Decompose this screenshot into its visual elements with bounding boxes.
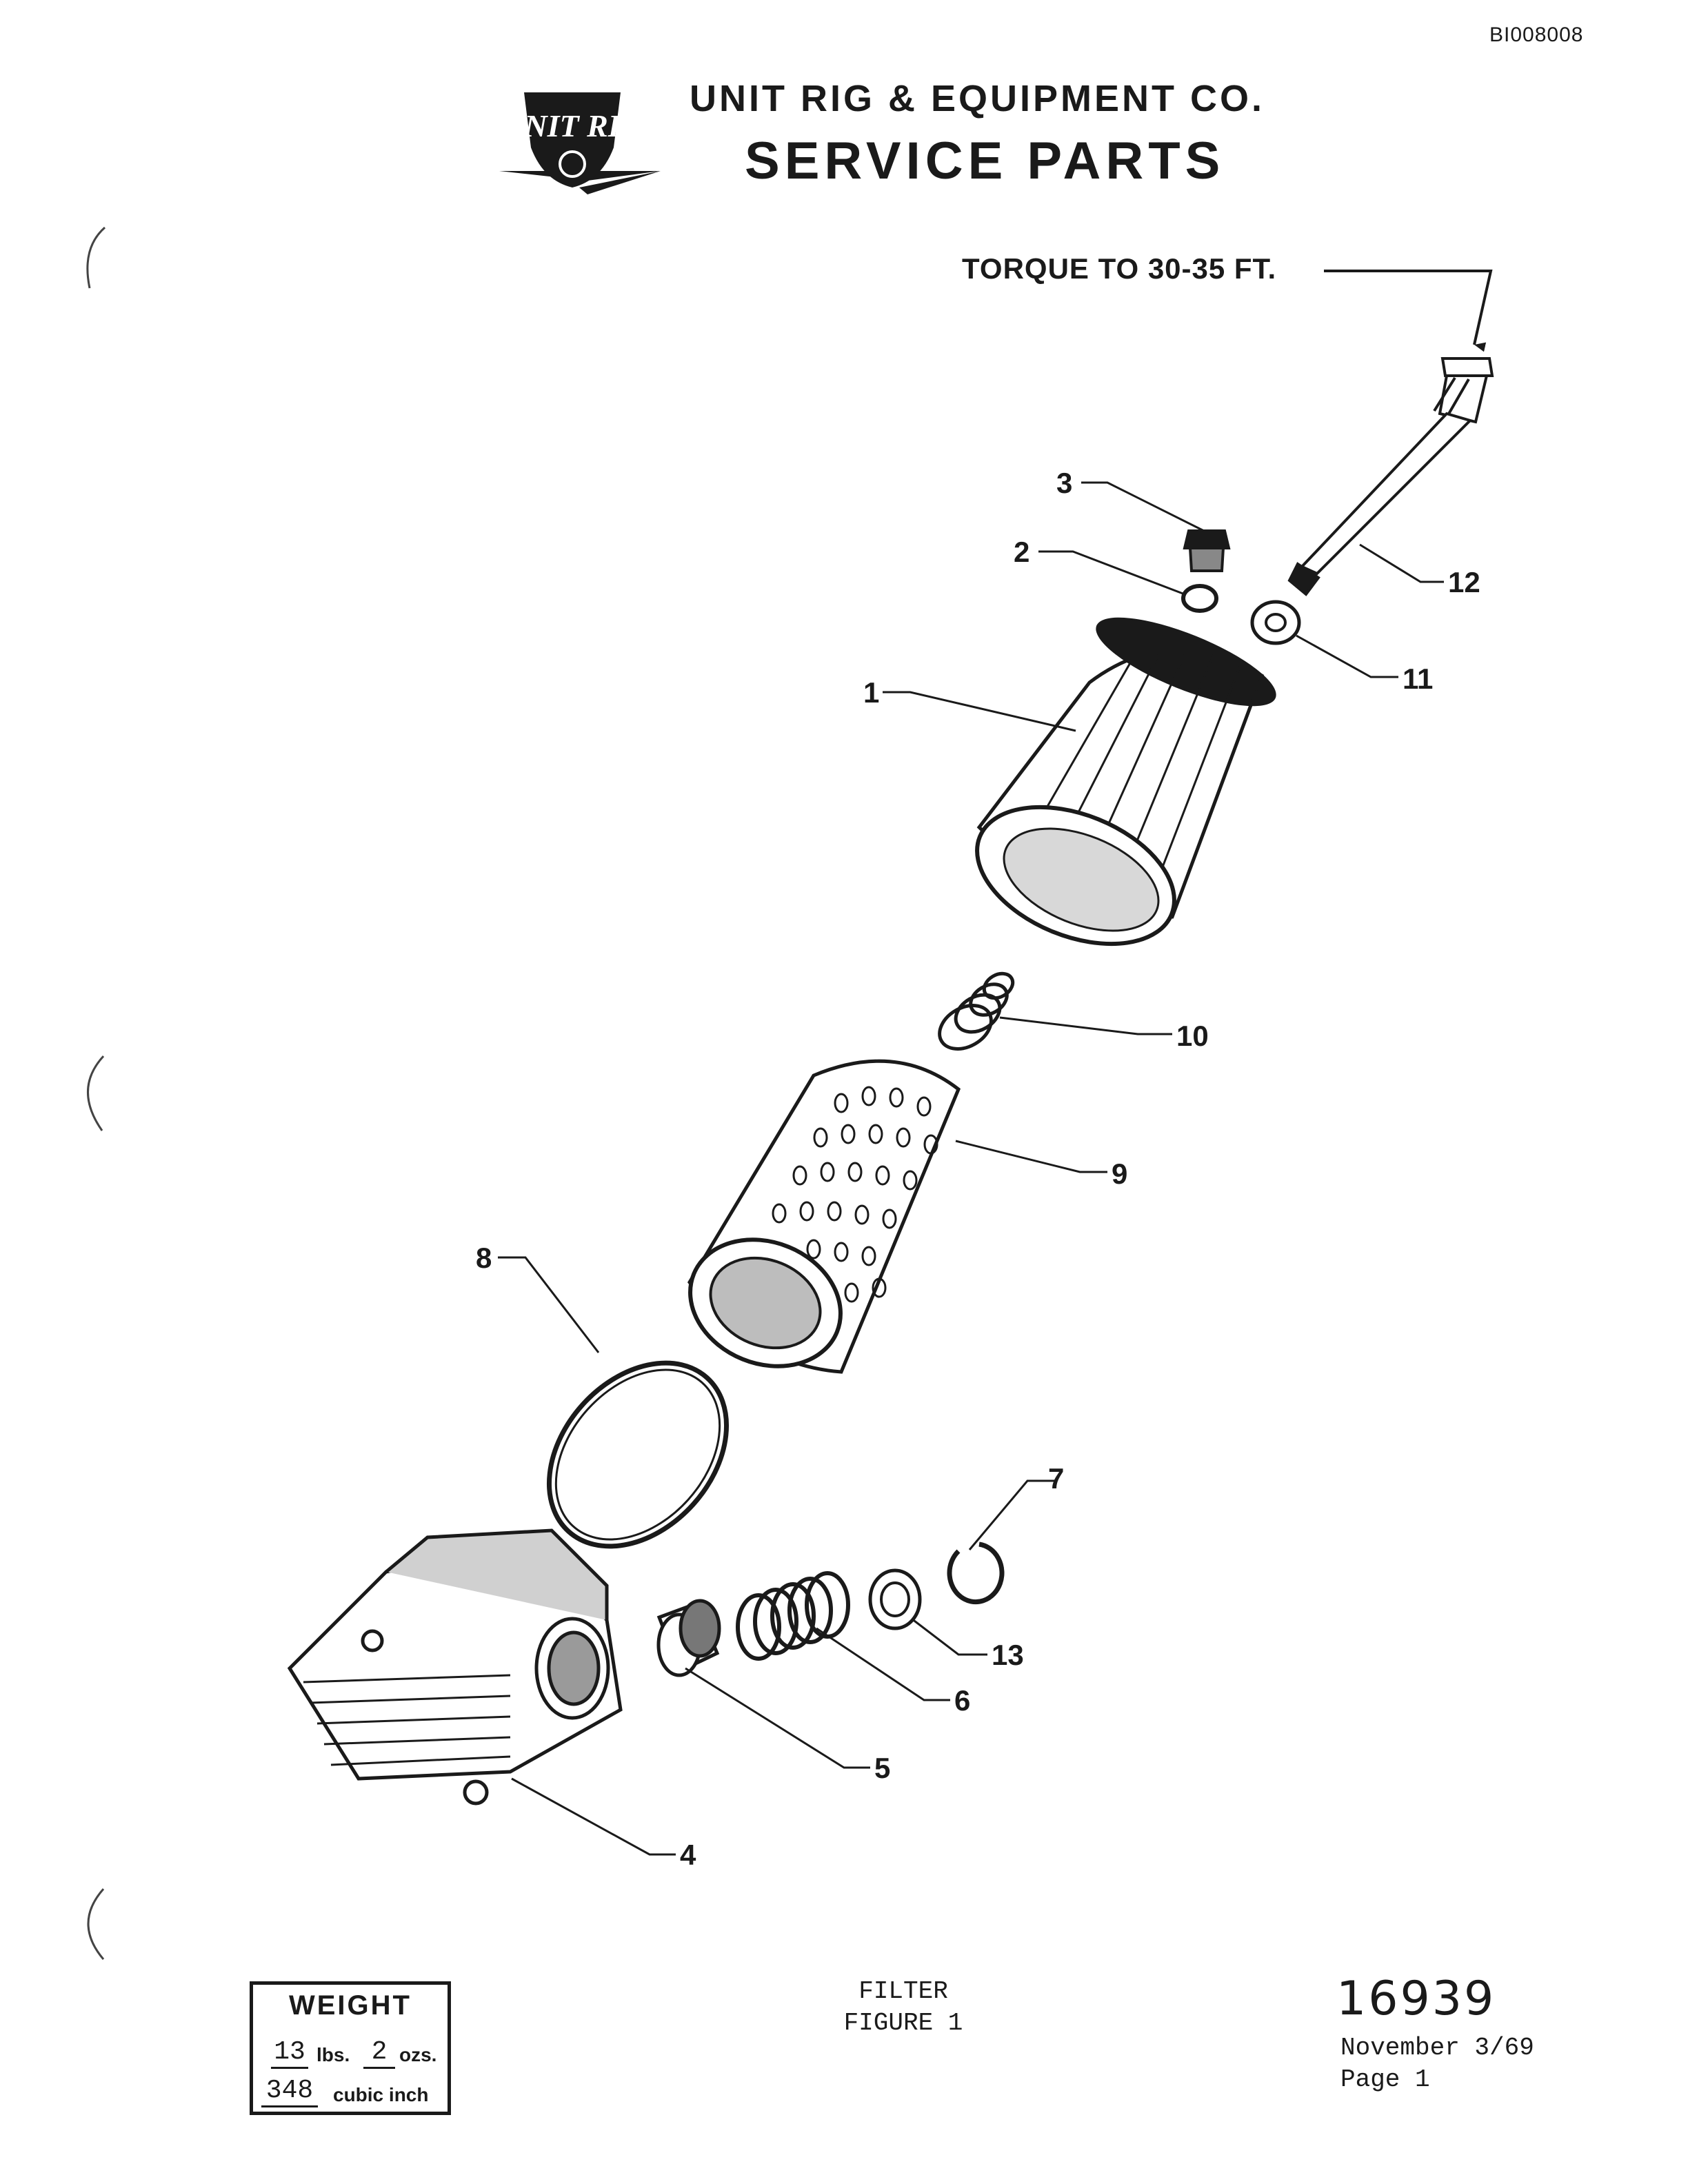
callout-11: 11 (1403, 663, 1434, 695)
callout-7: 7 (1048, 1462, 1065, 1495)
volume-value: 348 (261, 2076, 318, 2107)
document-number: 16939 (1336, 1972, 1496, 2026)
callout-3: 3 (1056, 467, 1073, 499)
gasket-part-8 (546, 1360, 730, 1549)
weight-lbs-unit: lbs. (316, 2044, 350, 2065)
document-date: November 3/69 (1340, 2034, 1534, 2062)
bolt-part-12 (1287, 357, 1494, 596)
unit-rig-logo: UNIT RIG (499, 92, 661, 194)
valve-part-5 (656, 1599, 721, 1677)
leader-lines (498, 481, 1444, 1856)
callout-12: 12 (1448, 566, 1480, 598)
weight-title: WEIGHT (289, 1990, 412, 2021)
weight-ozs-unit: ozs. (399, 2044, 437, 2065)
figure-caption: FILTER FIGURE 1 (814, 1976, 993, 2039)
callout-13: 13 (992, 1639, 1024, 1671)
callout-1: 1 (863, 676, 880, 709)
callout-8: 8 (476, 1242, 492, 1274)
callout-5: 5 (874, 1752, 891, 1784)
logo-lettering: UNIT RIG (501, 108, 643, 143)
plug-part-3 (1183, 529, 1231, 572)
filter-housing-part-1 (975, 617, 1276, 947)
callout-2: 2 (1014, 536, 1030, 568)
washer-part-13 (868, 1568, 922, 1630)
callout-4: 4 (680, 1839, 696, 1871)
weight-box: WEIGHT 13 lbs. 2 ozs. 348 cubic inch (250, 1981, 451, 2115)
spring-part-10 (938, 971, 1015, 1051)
filter-element-part-9 (687, 1059, 961, 1374)
torque-leader-line (1324, 270, 1493, 352)
spring-part-6 (736, 1571, 850, 1661)
o-ring-part-2 (1181, 584, 1218, 613)
callout-10: 10 (1176, 1020, 1209, 1052)
volume-unit: cubic inch (333, 2084, 429, 2105)
page-label: Page 1 (1340, 2065, 1430, 2094)
weight-lbs-value: 13 (271, 2037, 308, 2069)
document-id: BI008008 (1489, 23, 1584, 46)
callout-9: 9 (1112, 1157, 1128, 1190)
caption-line-2: FIGURE 1 (843, 2009, 963, 2037)
document-title: SERVICE PARTS (745, 132, 1225, 190)
snap-ring-part-7 (947, 1541, 1005, 1605)
company-name: UNIT RIG & EQUIPMENT CO. (690, 78, 1265, 119)
torque-note: TORQUE TO 30-35 FT. (962, 252, 1277, 285)
filter-head-part-4 (287, 1528, 623, 1806)
caption-line-1: FILTER (858, 1977, 948, 2005)
callout-6: 6 (954, 1684, 971, 1717)
washer-part-11 (1250, 600, 1301, 645)
hole-punch-marks (86, 226, 106, 1960)
weight-ozs-value: 2 (363, 2037, 395, 2069)
